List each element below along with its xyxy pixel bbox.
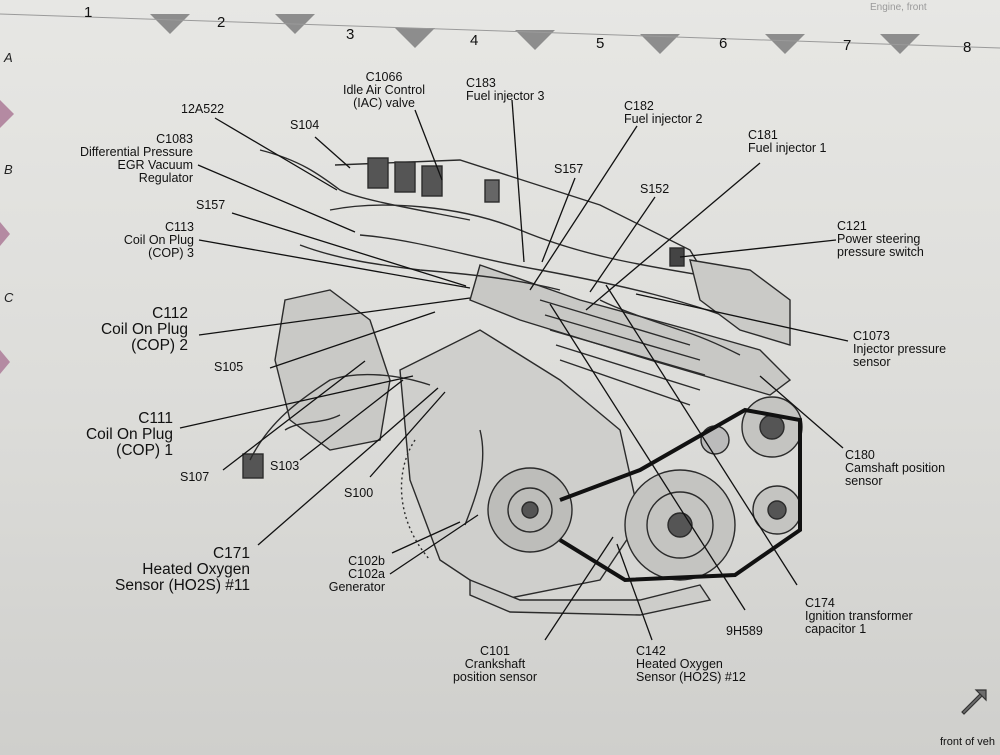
label-c183: C183 Fuel injector 3 — [466, 76, 545, 103]
label-12a522: 12A522 — [181, 102, 225, 116]
label-c101: C101 Crankshaft position sensor — [452, 644, 538, 684]
column-number: 7 — [843, 37, 852, 54]
label-c112: C112 Coil On Plug (COP) 2 — [100, 305, 188, 354]
leader-lines — [179, 99, 849, 641]
label-s105: S105 — [214, 360, 244, 374]
label-c113: C113 Coil On Plug (COP) 3 — [123, 220, 194, 260]
column-number: 2 — [217, 14, 226, 31]
label-s157-left: S157 — [196, 198, 226, 212]
label-c111: C111 Coil On Plug (COP) 1 — [85, 410, 173, 459]
front-of-vehicle-label: front of veh — [940, 736, 996, 748]
column-number: 8 — [963, 39, 972, 56]
row-tab-strip — [0, 100, 14, 374]
label-s104: S104 — [290, 118, 320, 132]
row-letter: A — [4, 50, 13, 65]
column-tab-strip — [150, 14, 920, 54]
label-s152: S152 — [640, 182, 670, 196]
row-letter: B — [4, 162, 13, 177]
column-number: 6 — [719, 35, 728, 52]
label-c174: C174 Ignition transformer capacitor 1 — [805, 596, 913, 636]
label-c181: C181 Fuel injector 1 — [748, 128, 827, 155]
label-c171: C171 Heated Oxygen Sensor (HO2S) #11 — [115, 545, 250, 594]
label-s107: S107 — [180, 470, 210, 484]
label-c1073: C1073 Injector pressure sensor — [853, 329, 947, 369]
label-s100: S100 — [344, 486, 374, 500]
column-number: 5 — [596, 35, 605, 52]
label-c102: C102b C102a Generator — [328, 554, 385, 594]
front-of-vehicle-arrow-icon — [961, 689, 987, 715]
label-c121: C121 Power steering pressure switch — [837, 219, 924, 259]
label-c180: C180 Camshaft position sensor — [845, 448, 946, 488]
row-letter: C — [4, 290, 14, 305]
label-c142: C142 Heated Oxygen Sensor (HO2S) #12 — [636, 644, 746, 684]
engine-block — [242, 149, 803, 616]
column-number: 3 — [346, 26, 355, 43]
label-c1066: C1066 Idle Air Control (IAC) valve — [343, 70, 425, 110]
page-header: Engine, front — [870, 2, 927, 13]
label-c1083: C1083 Differential Pressure EGR Vacuum R… — [79, 132, 193, 185]
column-number: 1 — [84, 4, 93, 21]
column-number: 4 — [470, 32, 479, 49]
label-s103: S103 — [270, 459, 300, 473]
label-c182: C182 Fuel injector 2 — [624, 99, 703, 126]
label-s157-top: S157 — [554, 162, 584, 176]
label-9h589: 9H589 — [726, 624, 763, 638]
